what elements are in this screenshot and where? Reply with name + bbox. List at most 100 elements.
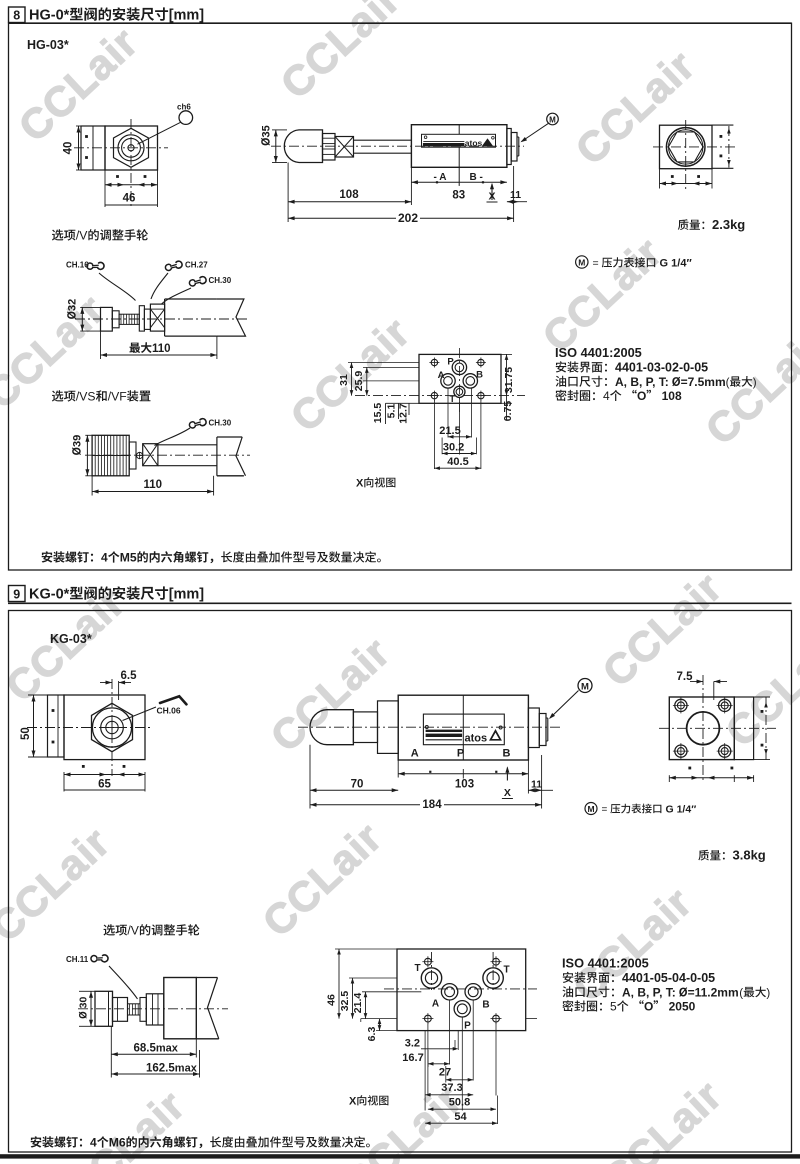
svg-text:25.9: 25.9: [353, 371, 365, 392]
svg-text:7.5: 7.5: [677, 671, 694, 683]
svg-text:31: 31: [338, 374, 350, 386]
svg-text:B: B: [476, 370, 483, 381]
svg-text:32: 32: [67, 299, 79, 311]
svg-text:A: A: [432, 999, 439, 1010]
svg-text:50: 50: [20, 727, 32, 740]
svg-text:): ): [753, 376, 757, 389]
svg-text:16.7: 16.7: [402, 1052, 423, 1064]
svg-text:4401-03-02-0-05: 4401-03-02-0-05: [615, 361, 708, 375]
svg-text:M: M: [581, 682, 589, 693]
svg-text:atos: atos: [465, 138, 483, 148]
svg-text:=: =: [602, 805, 611, 816]
svg-text:X: X: [488, 191, 495, 203]
svg-text:37.3: 37.3: [441, 1082, 462, 1094]
svg-text:M: M: [587, 804, 594, 814]
svg-text:65: 65: [98, 779, 111, 791]
svg-text:P: P: [447, 357, 454, 368]
svg-text:8: 8: [13, 8, 20, 22]
svg-text:T: T: [503, 965, 509, 976]
svg-text:KG-0*: KG-0*: [29, 587, 70, 603]
svg-text:40.5: 40.5: [447, 456, 468, 468]
svg-text:B: B: [482, 1000, 489, 1011]
svg-text:CH.11: CH.11: [66, 955, 89, 964]
svg-text:4401-05-04-0-05: 4401-05-04-0-05: [622, 971, 715, 985]
svg-text:40: 40: [63, 142, 75, 155]
svg-text:/VF: /VF: [108, 390, 127, 404]
svg-text:[mm]: [mm]: [169, 8, 205, 24]
svg-text:(: (: [726, 376, 730, 389]
svg-text:30.2: 30.2: [443, 441, 464, 453]
svg-text:T: T: [450, 394, 456, 404]
svg-text:HG-0*: HG-0*: [29, 8, 70, 24]
svg-text:5.1: 5.1: [386, 404, 398, 419]
svg-text:108: 108: [658, 389, 682, 403]
svg-text:M6: M6: [109, 1136, 126, 1150]
svg-text:2050: 2050: [665, 1000, 695, 1014]
svg-text:A, B, P, T:: A, B, P, T:: [615, 375, 669, 389]
svg-text:G 1/4″: G 1/4″: [663, 804, 697, 816]
svg-text:9: 9: [13, 587, 20, 601]
svg-text:CH.30: CH.30: [209, 419, 232, 428]
svg-text:[mm]: [mm]: [169, 587, 205, 603]
svg-text:184: 184: [422, 799, 442, 811]
svg-text:B -: B -: [470, 172, 483, 183]
svg-text:A: A: [411, 748, 419, 760]
svg-text:A: A: [438, 370, 445, 381]
svg-text:X: X: [504, 787, 511, 799]
svg-text:11: 11: [531, 779, 542, 791]
svg-text:/VS: /VS: [76, 390, 96, 404]
svg-text:=: =: [593, 258, 602, 270]
svg-text:=11.2mm: =11.2mm: [688, 985, 739, 999]
svg-text:3.2: 3.2: [405, 1037, 420, 1049]
svg-text:162.5: 162.5: [146, 1062, 175, 1074]
svg-text:ch6: ch6: [177, 103, 191, 112]
svg-text:32.5: 32.5: [339, 991, 351, 1012]
svg-text:6.3: 6.3: [366, 1027, 378, 1042]
svg-text:/V: /V: [76, 229, 88, 243]
svg-text:30: 30: [78, 997, 90, 1012]
svg-text:HG-03*: HG-03*: [27, 38, 69, 52]
svg-text:6.5: 6.5: [121, 670, 138, 682]
svg-text:70: 70: [351, 779, 364, 791]
svg-text:atos: atos: [465, 733, 488, 745]
svg-text:O: O: [637, 389, 646, 403]
svg-text:M: M: [549, 115, 556, 124]
svg-text:31.75: 31.75: [503, 367, 515, 393]
svg-text:4: 4: [90, 1136, 97, 1150]
svg-text:202: 202: [398, 211, 418, 225]
svg-text:/V: /V: [127, 924, 139, 938]
svg-text:- A: - A: [434, 172, 447, 183]
svg-text:110: 110: [144, 479, 163, 491]
svg-text:max: max: [175, 1062, 198, 1074]
svg-text:=7.5mm: =7.5mm: [681, 375, 726, 389]
svg-text:M: M: [578, 258, 585, 268]
svg-text:50.8: 50.8: [449, 1097, 470, 1109]
svg-text:83: 83: [452, 190, 465, 202]
svg-text:21.4: 21.4: [352, 993, 364, 1014]
svg-text:KG-03*: KG-03*: [50, 632, 92, 646]
svg-text:CH.27: CH.27: [185, 261, 208, 270]
svg-text:108: 108: [339, 189, 359, 201]
svg-text:X: X: [356, 478, 364, 490]
svg-text:103: 103: [455, 779, 474, 791]
svg-text:CH.16: CH.16: [66, 261, 89, 270]
svg-text:): ): [766, 986, 770, 999]
svg-text:35: 35: [261, 125, 273, 137]
svg-text:A, B, P, T:: A, B, P, T:: [622, 985, 676, 999]
svg-text:68.5: 68.5: [134, 1043, 157, 1055]
svg-text:ISO 4401:2005: ISO 4401:2005: [562, 956, 649, 971]
svg-text:27: 27: [439, 1067, 451, 1079]
svg-text:12.7: 12.7: [398, 403, 410, 424]
svg-text:P: P: [464, 1021, 471, 1032]
svg-text:3.8kg: 3.8kg: [733, 848, 766, 863]
svg-text:M5: M5: [120, 551, 137, 565]
svg-text:T: T: [414, 963, 420, 974]
svg-text:P: P: [457, 748, 464, 760]
svg-text:(: (: [739, 986, 743, 999]
svg-text:max: max: [156, 1043, 179, 1055]
svg-text:11: 11: [510, 189, 521, 201]
svg-text:ISO 4401:2005: ISO 4401:2005: [555, 345, 642, 360]
svg-text:39: 39: [72, 435, 84, 447]
svg-text:4: 4: [603, 389, 610, 403]
svg-text:54: 54: [454, 1111, 467, 1123]
